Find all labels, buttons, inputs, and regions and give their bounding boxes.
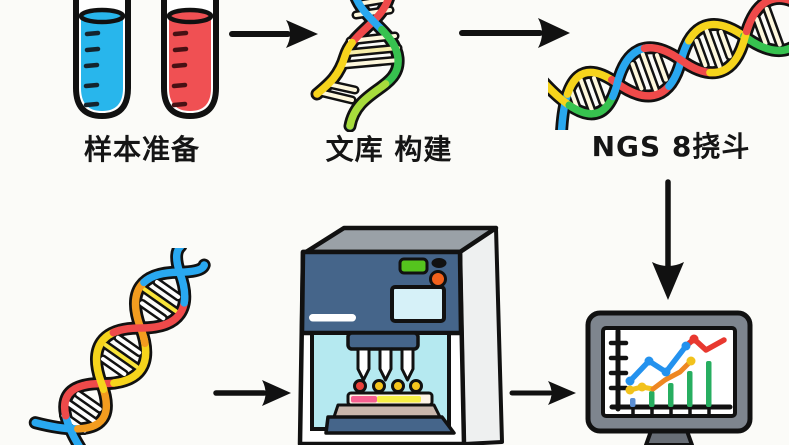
platform — [324, 415, 456, 435]
blue-tube-graduations — [83, 30, 101, 108]
pipette-tips — [356, 347, 415, 382]
chart-blue-line — [627, 343, 689, 384]
step-label-library-construction: 文库 构建 — [325, 133, 453, 166]
dna-library-icon — [310, 0, 405, 132]
test-tubes-icon — [73, 0, 219, 120]
arrow-sequencer-to-monitor-icon — [509, 381, 576, 405]
blue-test-tube — [73, 0, 131, 120]
machine-screen — [390, 285, 446, 323]
tray — [332, 403, 442, 419]
arrow-tubes-to-library-icon — [229, 20, 318, 48]
sample-wells — [353, 379, 423, 393]
step-label-sample-prep: 样本准备 — [83, 133, 201, 166]
red-liquid — [169, 16, 211, 111]
red-tube-graduations — [171, 30, 189, 108]
dna-ngs-icon — [548, 0, 789, 130]
arrow-library-to-ngs-icon — [459, 18, 570, 48]
machine-side-panel — [458, 226, 504, 445]
red-test-tube — [161, 0, 219, 120]
sequencer-icon — [297, 225, 504, 445]
step-label-ngs-sequencing: NGS 8挠斗 — [591, 130, 751, 163]
blue-liquid — [81, 16, 123, 111]
chart-bars — [630, 361, 712, 407]
dna-sample-icon — [28, 248, 211, 445]
arrow-ngs-to-monitor-icon — [652, 179, 684, 300]
chart-points — [625, 334, 699, 395]
sample-strip-yellow — [377, 396, 421, 403]
sample-strip-pink — [351, 396, 377, 403]
machine-top-face — [303, 225, 499, 255]
nozzle-bracket — [346, 331, 420, 351]
arrow-dna-to-sequencer-icon — [213, 380, 291, 406]
monitor-chart-icon — [585, 310, 753, 445]
chart-orange-line — [650, 358, 694, 392]
indicator-dot — [431, 258, 447, 268]
power-button — [429, 270, 447, 288]
chart-red-line — [683, 336, 727, 353]
machine-slot — [309, 314, 356, 322]
screen-chart — [608, 328, 733, 416]
power-led — [398, 257, 429, 275]
